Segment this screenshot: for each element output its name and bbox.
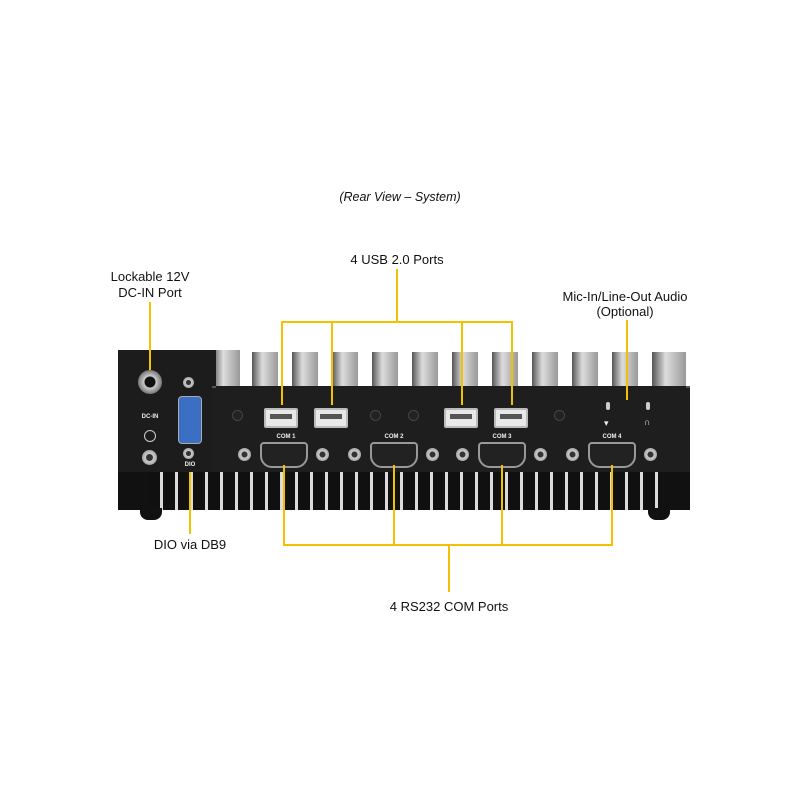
usb-port-4 (494, 408, 528, 428)
dio-label: DIO (184, 462, 196, 468)
ground-icon (144, 430, 156, 442)
usb-port-3 (444, 408, 478, 428)
com3-label: COM 3 (492, 434, 512, 440)
ground-screw (142, 450, 157, 465)
audio-callout-line2: (Optional) (596, 304, 654, 319)
usb-port-1 (264, 408, 298, 428)
com4-label: COM 4 (602, 434, 622, 440)
bottom-heatsink (118, 472, 690, 510)
dc-in-port (138, 370, 162, 394)
foot (648, 508, 670, 520)
system-chassis: DC-IN DIO ▾ ∩ COM 1 COM 2 COM 3 COM 4 (118, 350, 690, 520)
com2-port (370, 442, 418, 468)
dc-in-label: DC-IN (141, 414, 159, 420)
dio-callout-label: DIO via DB9 (153, 537, 227, 552)
top-heatsink (212, 350, 686, 386)
usb-port-2 (314, 408, 348, 428)
audio-callout-line1: Mic-In/Line-Out Audio (562, 289, 688, 304)
com-callout-label: 4 RS232 COM Ports (389, 599, 509, 614)
usb-callout-label: 4 USB 2.0 Ports (350, 252, 444, 267)
dcin-callout-line2: DC-IN Port (118, 285, 182, 300)
dcin-callout-line1: Lockable 12V (110, 269, 190, 284)
headphone-icon: ∩ (644, 417, 651, 427)
foot (140, 508, 162, 520)
mic-icon: ▾ (604, 418, 609, 428)
line-out-jack (646, 402, 650, 410)
dio-db9-port (178, 396, 202, 444)
diagram-title: (Rear View – System) (339, 190, 461, 204)
mic-in-jack (606, 402, 610, 410)
com2-label: COM 2 (384, 434, 404, 440)
com1-label: COM 1 (276, 434, 296, 440)
